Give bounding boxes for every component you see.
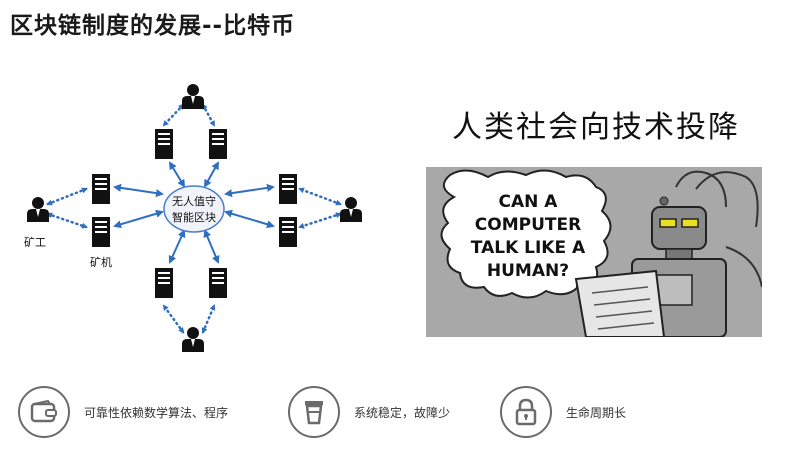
- section-subtitle: 人类社会向技术投降: [452, 102, 740, 146]
- robot-head: [652, 207, 706, 249]
- miner-label: 矿工: [24, 236, 46, 249]
- comic-text-line-4: HUMAN?: [487, 261, 569, 281]
- server-icon: [155, 268, 173, 298]
- network-diagram: 无人值守 智能区块 矿工 矿机: [0, 70, 400, 370]
- center-label-line1: 无人值守: [172, 194, 216, 208]
- comic-text-line-3: TALK LIKE A: [471, 238, 586, 258]
- feature-lifecycle: 生命周期长: [500, 386, 626, 438]
- person-icon: [340, 197, 362, 222]
- robot-comic-image: CAN A COMPUTER TALK LIKE A HUMAN?: [426, 167, 762, 337]
- feature-label: 生命周期长: [566, 404, 626, 421]
- person-icon: [182, 327, 204, 352]
- machine-label: 矿机: [90, 255, 112, 269]
- lock-icon: [500, 386, 552, 438]
- comic-text-line-2: COMPUTER: [475, 215, 581, 235]
- server-icon: [92, 217, 110, 247]
- cup-icon: [288, 386, 340, 438]
- feature-stability: 系统稳定，故障少: [288, 386, 450, 438]
- page-title: 区块链制度的发展--比特币: [10, 6, 295, 40]
- center-label-line2: 智能区块: [172, 210, 216, 224]
- server-icon: [279, 217, 297, 247]
- center-node: [164, 186, 224, 232]
- server-icon: [279, 174, 297, 204]
- server-icon: [209, 268, 227, 298]
- feature-reliability: 可靠性依赖数学算法、程序: [18, 386, 228, 438]
- feature-label: 系统稳定，故障少: [354, 404, 450, 421]
- feature-label: 可靠性依赖数学算法、程序: [84, 404, 228, 421]
- server-icon: [155, 129, 173, 159]
- wallet-icon: [18, 386, 70, 438]
- comic-text-line-1: CAN A: [499, 192, 559, 212]
- server-icon: [92, 174, 110, 204]
- person-icon: [27, 197, 49, 222]
- server-icon: [209, 129, 227, 159]
- person-icon: [182, 84, 204, 109]
